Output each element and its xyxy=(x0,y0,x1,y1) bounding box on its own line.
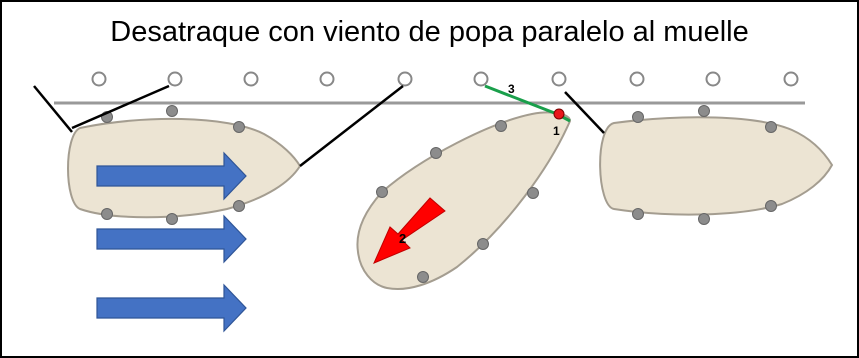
boat-right-hull xyxy=(599,116,834,216)
wind-arrow-icon xyxy=(96,151,247,201)
bow-line xyxy=(299,85,404,167)
fender-icon xyxy=(698,105,710,117)
bollard-icon xyxy=(551,71,567,87)
stern-line xyxy=(71,84,170,130)
stern-line xyxy=(33,85,73,133)
step-label-3: 3 xyxy=(508,82,515,96)
fender-icon xyxy=(166,105,178,117)
bollard-icon xyxy=(629,71,645,87)
bollard-icon xyxy=(319,71,335,87)
bollard-icon xyxy=(397,71,413,87)
fender-icon xyxy=(765,121,777,133)
push-arrow-icon xyxy=(373,197,446,264)
fender-icon xyxy=(166,213,178,225)
fender-icon xyxy=(101,208,113,220)
fender-icon xyxy=(233,121,245,133)
boat-middle: 3 1 2 xyxy=(356,82,572,290)
fender-icon xyxy=(495,120,507,132)
fender-icon xyxy=(632,111,644,123)
fender-icon xyxy=(527,187,539,199)
fender-icon xyxy=(477,238,489,250)
bollard-icon xyxy=(243,71,259,87)
wind-arrow-icon xyxy=(96,214,247,264)
bollard-icon xyxy=(473,71,489,87)
step-label-1: 1 xyxy=(553,124,560,138)
bollard-icon xyxy=(705,71,721,87)
boat-right xyxy=(564,91,834,225)
fender-icon xyxy=(430,147,442,159)
wind-arrows xyxy=(96,151,247,333)
stern-line xyxy=(564,91,605,134)
fender-icon xyxy=(417,271,429,283)
wind-arrow-icon xyxy=(96,283,247,333)
bollard-icon xyxy=(91,71,107,87)
boat-left xyxy=(33,84,404,225)
fender-icon xyxy=(376,186,388,198)
step-label-2: 2 xyxy=(399,231,406,246)
fender-icon xyxy=(632,208,644,220)
fender-icon xyxy=(233,200,245,212)
bollard-icon xyxy=(167,71,183,87)
diagram-title: Desatraque con viento de popa paralelo a… xyxy=(110,16,749,48)
bollard-row xyxy=(91,71,799,87)
fender-icon xyxy=(698,213,710,225)
bollard-icon xyxy=(783,71,799,87)
fender-icon xyxy=(765,200,777,212)
pivot-point-icon xyxy=(553,108,565,120)
boat-middle-hull xyxy=(356,111,572,290)
